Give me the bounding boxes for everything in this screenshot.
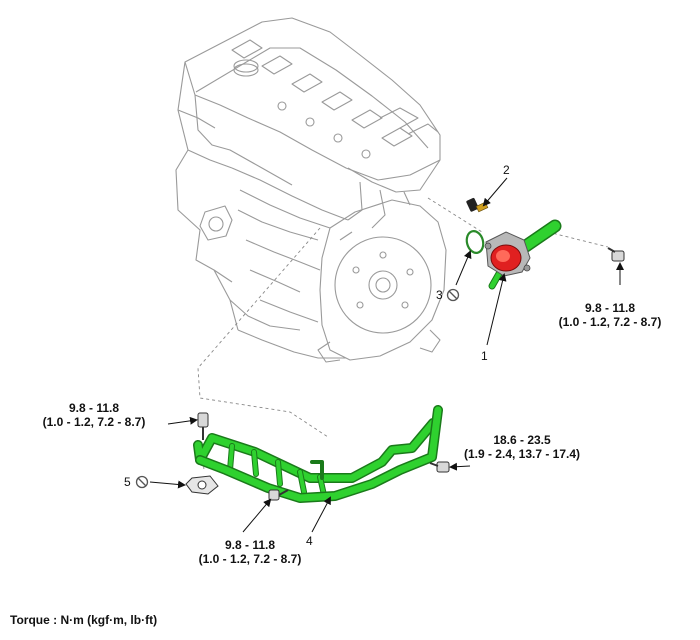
part-number-5: 5 xyxy=(124,475,131,489)
leader-lines xyxy=(149,177,624,533)
torque-value: 18.6 - 23.5 xyxy=(493,433,551,447)
pipe-right-bolt xyxy=(429,461,450,473)
pipe-bottom-bolt xyxy=(268,489,289,501)
part-number-4: 4 xyxy=(306,534,313,548)
thermostat-assembly xyxy=(484,219,562,290)
engine-block xyxy=(175,17,447,363)
coolant-pipe xyxy=(193,405,443,503)
torque-spec-pipe-bottom: 9.8 - 11.8 (1.0 - 1.2, 7.2 - 8.7) xyxy=(180,538,320,566)
torque-units-note: Torque : N·m (kgf·m, lb·ft) xyxy=(10,613,158,627)
pipe-gasket xyxy=(185,475,219,495)
no-reuse-icon xyxy=(446,288,460,302)
part-number-3: 3 xyxy=(436,288,443,302)
torque-spec-pipe-top: 9.8 - 11.8 (1.0 - 1.2, 7.2 - 8.7) xyxy=(24,401,164,429)
part-number-1: 1 xyxy=(481,349,488,363)
torque-alt-units: (1.0 - 1.2, 7.2 - 8.7) xyxy=(42,415,146,429)
torque-spec-thermostat: 9.8 - 11.8 (1.0 - 1.2, 7.2 - 8.7) xyxy=(540,301,680,329)
part-number-2: 2 xyxy=(503,163,510,177)
torque-spec-pipe-right: 18.6 - 23.5 (1.9 - 2.4, 13.7 - 17.4) xyxy=(446,433,598,461)
torque-value: 9.8 - 11.8 xyxy=(68,401,120,415)
torque-value: 9.8 - 11.8 xyxy=(584,301,636,315)
torque-alt-units: (1.0 - 1.2, 7.2 - 8.7) xyxy=(558,315,662,329)
torque-alt-units: (1.9 - 2.4, 13.7 - 17.4) xyxy=(463,447,581,461)
no-reuse-icon xyxy=(135,475,149,489)
thermostat-bolt xyxy=(607,247,625,262)
torque-alt-units: (1.0 - 1.2, 7.2 - 8.7) xyxy=(198,552,302,566)
pipe-top-bolt xyxy=(197,412,209,440)
torque-value: 9.8 - 11.8 xyxy=(224,538,276,552)
gasket-ring xyxy=(465,230,485,254)
